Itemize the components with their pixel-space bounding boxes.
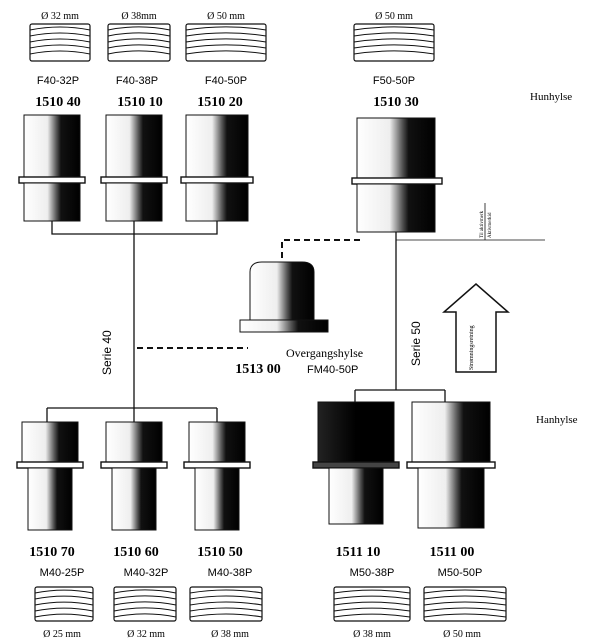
part-151020: 1510 20 (197, 95, 243, 110)
model-m40-32p: M40-32P (124, 567, 169, 579)
male-coupling-151050 (183, 421, 251, 531)
diameter-m50-38p: Ø 38 mm (353, 629, 391, 640)
diameter-f40-32p: Ø 32 mm (41, 11, 79, 22)
serie40-tree (46, 221, 218, 422)
hunhylse-label: Hunhylse (530, 91, 572, 103)
serie50-tree (354, 232, 446, 402)
flow-arrow (442, 283, 510, 373)
male-coupling-151100 (406, 401, 496, 529)
hose-m40-38p (189, 586, 263, 622)
part-151030: 1510 30 (373, 95, 419, 110)
hose-f40-50p (185, 23, 267, 62)
hose-f40-32p (29, 23, 91, 62)
part-151010: 1510 10 (117, 95, 163, 110)
serie50-label: Serie 50 (409, 321, 423, 366)
diameter-m40-25p: Ø 25 mm (43, 629, 81, 640)
arrow-text: Strømningsretning (469, 325, 475, 370)
hanhylse-label: Hanhylse (536, 414, 578, 426)
model-m50-38p: M50-38P (350, 567, 395, 579)
model-m40-25p: M40-25P (40, 567, 85, 579)
part-151100: 1511 00 (430, 545, 475, 560)
diameter-f50-50p: Ø 50 mm (375, 11, 413, 22)
hose-m50-50p (423, 586, 507, 622)
part-151070: 1510 70 (29, 545, 75, 560)
hose-m40-25p (34, 586, 94, 622)
female-coupling-151020 (180, 114, 254, 222)
model-f40-32p: F40-32P (37, 75, 79, 87)
diameter-f40-38p: Ø 38mm (121, 11, 157, 22)
model-m50-50p: M50-50P (438, 567, 483, 579)
female-coupling-151040 (18, 114, 86, 222)
male-coupling-151070 (16, 421, 84, 531)
overgang-label: Overgangshylse (286, 346, 363, 360)
part-151040: 1510 40 (35, 95, 81, 110)
female-coupling-151010 (100, 114, 168, 222)
model-f40-38p: F40-38P (116, 75, 158, 87)
small-text-bottom: Aktivmerkid (488, 212, 493, 238)
female-coupling-151030 (351, 117, 443, 233)
part-151060: 1510 60 (113, 545, 159, 560)
part-151050: 1510 50 (197, 545, 243, 560)
diameter-m40-32p: Ø 32 mm (127, 629, 165, 640)
hose-m40-32p (113, 586, 177, 622)
transition-coupling-151300 (239, 261, 329, 333)
model-m40-38p: M40-38P (208, 567, 253, 579)
diameter-m50-50p: Ø 50 mm (443, 629, 481, 640)
hose-f50-50p (353, 23, 435, 62)
indicator-bracket (396, 203, 545, 241)
hose-m50-38p (333, 586, 411, 622)
diameter-f40-50p: Ø 50 mm (207, 11, 245, 22)
male-coupling-151110 (312, 401, 400, 525)
overgang-model: FM40-50P (307, 364, 358, 376)
serie40-label: Serie 40 (100, 330, 114, 375)
small-text-top: Til aktivmerk (480, 210, 485, 238)
diameter-m40-38p: Ø 38 mm (211, 629, 249, 640)
part-151300: 1513 00 (235, 362, 281, 377)
hose-f40-38p (107, 23, 171, 62)
model-f40-50p: F40-50P (205, 75, 247, 87)
male-coupling-151060 (100, 421, 168, 531)
model-f50-50p: F50-50P (373, 75, 415, 87)
part-151110: 1511 10 (336, 545, 381, 560)
dashed-link-serie50 (281, 239, 362, 258)
